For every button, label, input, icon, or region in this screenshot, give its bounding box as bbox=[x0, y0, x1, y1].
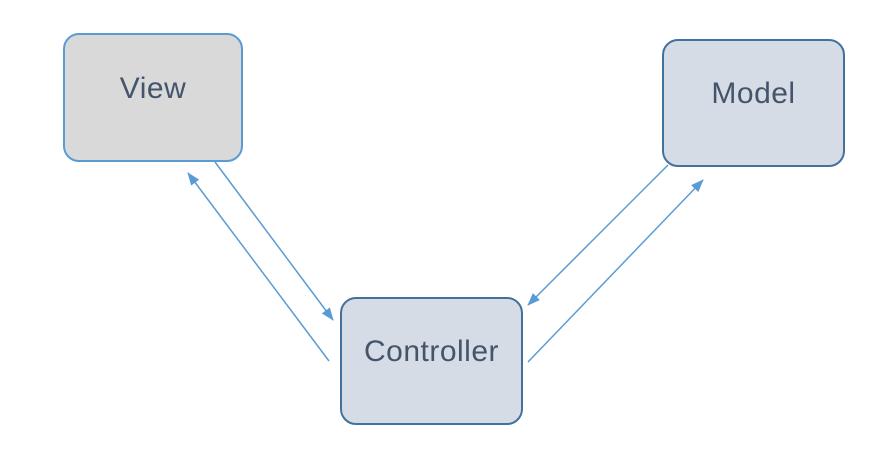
node-model-label: Model bbox=[711, 77, 796, 110]
arrow-controller-to-view bbox=[187, 172, 330, 362]
arrow-controller-to-model bbox=[527, 179, 704, 363]
arrow-view-to-controller bbox=[214, 161, 334, 321]
node-model: Model bbox=[662, 39, 845, 167]
node-view: View bbox=[63, 33, 243, 162]
node-controller: Controller bbox=[340, 297, 523, 425]
node-controller-label: Controller bbox=[363, 335, 500, 368]
arrow-model-to-controller bbox=[527, 164, 669, 306]
node-view-label: View bbox=[119, 71, 187, 105]
